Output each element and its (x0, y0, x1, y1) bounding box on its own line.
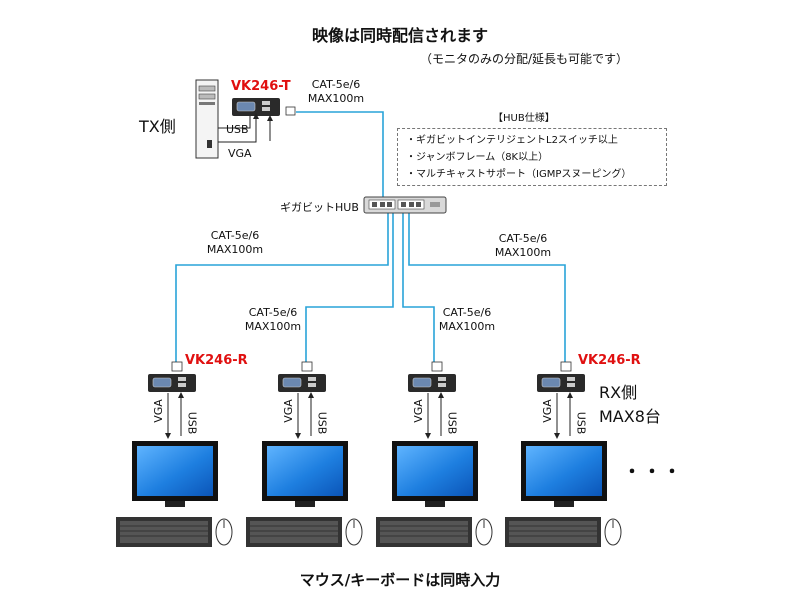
tx-cable-label: CAT-5e/6 MAX100m (306, 78, 366, 106)
rx3-vga-label: VGA (411, 399, 425, 423)
rx-side-label: RX側 (599, 383, 638, 402)
rx4-usb-label: USB (574, 411, 588, 435)
cable-type: CAT-5e/6 (311, 78, 361, 91)
rx-cable-1 (175, 212, 389, 364)
more-units-ellipsis: ・・・ (623, 462, 683, 483)
hub-spec-item: ・ジャンボフレーム（8K以上） (406, 152, 549, 163)
cable-type: CAT-5e/6 (442, 306, 492, 319)
cable-length: MAX100m (494, 246, 552, 259)
cable-type: CAT-5e/6 (498, 232, 548, 245)
rx-station-4 (537, 361, 585, 439)
tx-connection-lines (218, 113, 273, 143)
pc-tower (195, 79, 219, 159)
rx-cable-3 (402, 212, 435, 364)
rx2-usb-label: USB (315, 411, 329, 435)
rx4-vga-label: VGA (540, 399, 554, 423)
rx-station-3 (408, 361, 456, 439)
hub-spec-item: ・ギガビットインテリジェントL2スイッチ以上 (406, 135, 618, 146)
tx-cable (296, 111, 384, 198)
cable-length: MAX100m (438, 320, 496, 333)
rx1-vga-label: VGA (151, 399, 165, 423)
cable-length: MAX100m (244, 320, 302, 333)
cat-cables (175, 111, 566, 364)
cable-label-2: CAT-5e/6 MAX100m (243, 306, 303, 334)
cable-type: CAT-5e/6 (210, 229, 260, 242)
cable-length: MAX100m (307, 92, 365, 105)
workstation-3 (376, 441, 493, 547)
tx-extender-box (232, 98, 296, 116)
hub-spec-item: ・マルチキャストサポート（IGMPスヌーピング） (406, 169, 632, 180)
workstation-2 (246, 441, 363, 547)
rx-station-2 (278, 361, 326, 439)
cable-type: CAT-5e/6 (248, 306, 298, 319)
rx-cable-4 (408, 212, 566, 364)
diagram-footer: マウス/キーボードは同時入力 (299, 571, 501, 589)
hub-spec-title: 【HUB仕様】 (493, 113, 555, 124)
gigabit-hub (363, 196, 447, 214)
rx1-usb-label: USB (185, 411, 199, 435)
workstation-1 (116, 441, 233, 547)
tx-side-label: TX側 (139, 117, 176, 136)
hub-spec-box: ・ギガビットインテリジェントL2スイッチ以上 ・ジャンボフレーム（8K以上） ・… (397, 128, 667, 186)
diagram-title: 映像は同時配信されます (311, 26, 488, 45)
tx-vga-label: VGA (228, 147, 252, 160)
rx-max-label: MAX8台 (599, 407, 661, 426)
cable-label-4: CAT-5e/6 MAX100m (493, 232, 553, 260)
tx-usb-label: USB (226, 123, 249, 136)
cable-label-3: CAT-5e/6 MAX100m (437, 306, 497, 334)
rx-model-label-left: VK246-R (185, 353, 248, 368)
rx-cable-2 (305, 212, 394, 364)
mouse-icon (475, 518, 493, 546)
hub-label: ギガビットHUB (280, 201, 359, 214)
rx2-vga-label: VGA (281, 399, 295, 423)
rx-station-1 (148, 361, 196, 439)
diagram-subtitle: （モニタのみの分配/延長も可能です） (420, 52, 629, 66)
mouse-icon (215, 518, 233, 546)
mouse-icon (604, 518, 622, 546)
tx-model-label: VK246-T (231, 79, 291, 94)
rx-model-label-right: VK246-R (578, 353, 641, 368)
mouse-icon (345, 518, 363, 546)
workstation-4 (505, 441, 622, 547)
cable-label-1: CAT-5e/6 MAX100m (205, 229, 265, 257)
rx3-usb-label: USB (445, 411, 459, 435)
cable-length: MAX100m (206, 243, 264, 256)
